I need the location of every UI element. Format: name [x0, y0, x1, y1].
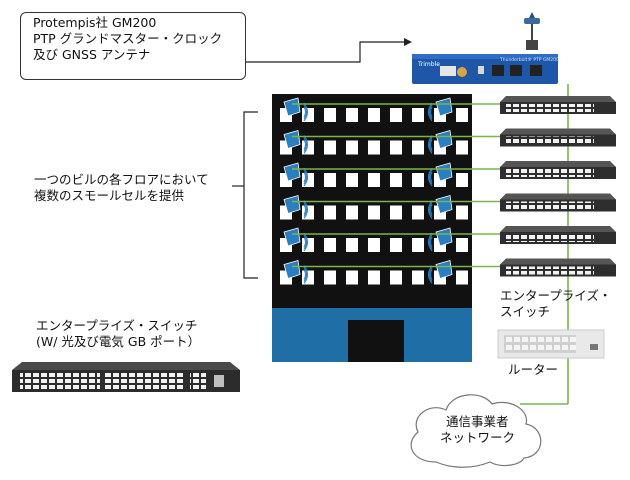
building-window	[412, 108, 424, 122]
cloud-label-line-1: 通信事業者	[446, 414, 509, 429]
building-window	[324, 270, 336, 285]
building-window	[346, 173, 358, 187]
building-window	[324, 140, 336, 155]
building-window	[324, 205, 336, 220]
building-window	[456, 173, 468, 187]
small-cell-icon	[428, 97, 453, 122]
gm200-callout-box: Protempis社 GM200 PTP グランドマスター・クロック 及び GN…	[20, 12, 246, 80]
small-cell-icon	[428, 194, 453, 219]
stack-switch	[500, 161, 616, 179]
building-label-line-2: 複数のスモールセルを提供	[34, 188, 185, 203]
switch-label-line-2: (W/ 光及び電気 GB ポート）	[36, 334, 201, 349]
building-window	[302, 238, 314, 252]
router	[497, 329, 605, 359]
building-window	[302, 270, 314, 285]
device-brand: Trimble	[417, 61, 440, 68]
callout-line-3: 及び GNSS アンテナ	[33, 47, 151, 62]
building-window	[368, 238, 380, 252]
building-window	[390, 108, 402, 122]
small-cell-icon	[283, 97, 308, 122]
building-window	[390, 205, 402, 220]
stack-switch-label-line-2: スイッチ	[500, 304, 551, 319]
building-window	[456, 108, 468, 122]
floors-bracket	[232, 111, 258, 279]
building-window	[390, 140, 402, 155]
building-window	[346, 140, 358, 155]
callout-line-1: Protempis社 GM200	[33, 15, 157, 30]
building-window	[368, 205, 380, 220]
switch-stack	[500, 96, 616, 277]
building-label-line-1: 一つのビルの各フロアにおいて	[34, 172, 209, 187]
building-window	[302, 108, 314, 122]
small-cells	[283, 97, 453, 284]
small-cell-icon	[428, 129, 453, 154]
building-window	[324, 238, 336, 252]
gm200-device: Trimble Thunderbolt® PTP GM200	[412, 12, 559, 84]
building-window	[412, 173, 424, 187]
building-window	[346, 108, 358, 122]
office-building	[272, 94, 472, 362]
stack-switch	[500, 96, 616, 114]
building-window	[412, 205, 424, 220]
building-window	[346, 238, 358, 252]
router-label: ルーター	[508, 362, 559, 377]
stack-switch	[500, 258, 616, 277]
building-door	[348, 320, 404, 362]
device-model: Thunderbolt® PTP GM200	[499, 56, 559, 63]
building-window	[456, 140, 468, 155]
stack-switch	[500, 193, 616, 212]
stack-switch	[500, 128, 616, 147]
small-cell-icon	[283, 259, 308, 284]
building-window	[368, 270, 380, 285]
small-cell-icon	[428, 162, 453, 187]
callout-line-2: PTP グランドマスター・クロック	[33, 31, 223, 46]
stack-switch-label-line-1: エンタープライズ・	[500, 288, 612, 303]
building-window	[456, 270, 468, 285]
building-window	[412, 270, 424, 285]
building-window	[324, 108, 336, 122]
stack-switch	[500, 226, 616, 244]
enterprise-switch	[12, 362, 240, 392]
building-window	[456, 205, 468, 220]
building-window	[346, 270, 358, 285]
carrier-cloud	[410, 394, 542, 468]
building-window	[302, 140, 314, 155]
callout-arrow	[244, 38, 412, 63]
building-window	[324, 173, 336, 187]
building-window	[390, 238, 402, 252]
building-window	[302, 205, 314, 220]
building-window	[390, 173, 402, 187]
building-window	[412, 140, 424, 155]
building-window	[456, 238, 468, 252]
small-cell-icon	[283, 227, 308, 252]
building-window	[302, 173, 314, 187]
small-cell-icon	[283, 194, 308, 219]
building-window	[390, 270, 402, 285]
building-window	[346, 205, 358, 220]
building-window	[368, 108, 380, 122]
small-cell-icon	[428, 227, 453, 252]
cloud-label-line-2: ネットワーク	[440, 430, 516, 445]
building-window	[368, 173, 380, 187]
building-window	[412, 238, 424, 252]
building-window	[368, 140, 380, 155]
switch-label-line-1: エンタープライズ・スイッチ	[36, 318, 198, 333]
